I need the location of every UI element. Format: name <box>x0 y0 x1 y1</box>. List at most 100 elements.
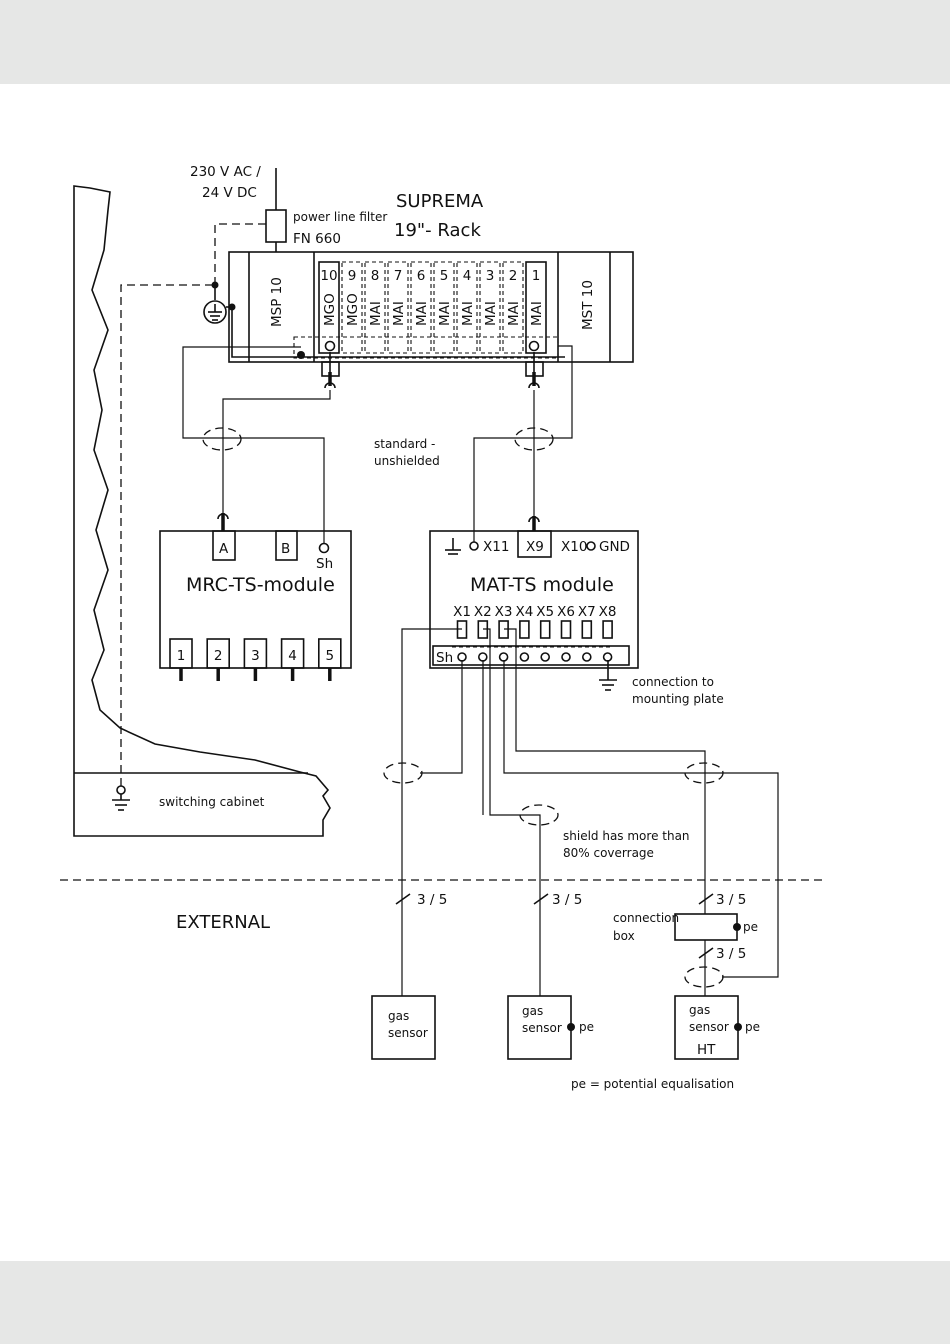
slot-10-terminal <box>324 340 336 352</box>
connection-box <box>674 913 738 941</box>
sensor-1-line2: sensor <box>388 1026 428 1040</box>
rack-slot <box>456 261 478 354</box>
rack-slot-number: 5 <box>440 268 449 284</box>
mat-input-label: X5 <box>536 604 554 620</box>
rack-left-module: MSP 10 <box>269 277 285 327</box>
wire-count-marks <box>395 893 714 959</box>
rack-slot <box>364 261 386 354</box>
mat-shield-terminal <box>498 652 509 662</box>
rack-slot-number: 6 <box>417 268 426 284</box>
rack-slot-name: MAI <box>414 301 430 326</box>
connection-box-label-2: box <box>613 929 635 943</box>
sensor-3-line2: sensor <box>689 1020 729 1034</box>
rack-slot <box>341 261 363 354</box>
mat-shield-terminal <box>561 652 571 662</box>
rack-slot <box>318 261 340 354</box>
cabinet-label: switching cabinet <box>159 795 265 809</box>
rack-slot-number: 2 <box>509 268 518 284</box>
rack-slot-name: MGO <box>322 293 338 326</box>
mat-input-terminal <box>560 620 572 639</box>
rack-slot <box>410 261 432 354</box>
sensor-1-line1: gas <box>388 1009 409 1023</box>
external-label: EXTERNAL <box>176 912 270 933</box>
rack-slot-number: 3 <box>486 268 495 284</box>
mat-ts-module <box>429 516 639 669</box>
filter-model: FN 660 <box>293 231 341 247</box>
mat-input-label: X6 <box>557 604 575 620</box>
page-footer-band <box>0 1261 950 1344</box>
mat-title: MAT-TS module <box>470 574 614 596</box>
filter-label: power line filter <box>293 210 387 224</box>
rack-slot-number: 7 <box>394 268 403 284</box>
rack-slot-number: 10 <box>320 268 337 284</box>
sensor-3-line1: gas <box>689 1003 710 1017</box>
supply-label-1: 230 V AC / <box>190 164 261 180</box>
mrc-terminal-label: 3 <box>251 648 260 664</box>
mat-x9: X9 <box>526 539 544 555</box>
mrc-terminal-label: 2 <box>214 648 223 664</box>
mat-input-label: X1 <box>453 604 471 620</box>
rack-slot <box>479 261 501 354</box>
mat-input-terminal <box>602 620 613 639</box>
mat-x11: X11 <box>483 539 509 555</box>
rack-slot-name: MAI <box>437 301 453 326</box>
supply-label-2: 24 V DC <box>202 185 257 201</box>
mat-ground-icon <box>445 538 461 555</box>
mat-input-label: X4 <box>515 604 533 620</box>
mrc-pin-sh: Sh <box>316 556 333 572</box>
mat-shield-terminal <box>581 652 592 662</box>
gas-sensor-2 <box>507 995 575 1060</box>
mounting-note-2: mounting plate <box>632 692 724 706</box>
shield-note-2: 80% coverrage <box>563 846 654 860</box>
rack-slot <box>387 261 409 354</box>
mat-x10: X10 <box>561 539 587 555</box>
sensor-3-pe: pe <box>745 1020 760 1034</box>
rack-slot-number: 1 <box>532 268 541 284</box>
gas-sensor-3 <box>674 995 742 1060</box>
rack-slot <box>433 261 455 354</box>
switching-cabinet-outline <box>73 185 331 837</box>
rack-right-module: MST 10 <box>580 280 596 330</box>
mrc-terminal-label: 5 <box>326 648 335 664</box>
sensor-3-extra: HT <box>697 1042 716 1058</box>
mat-input-terminal <box>539 620 551 639</box>
rack-slot-name: MAI <box>483 301 499 326</box>
mat-shield-terminal <box>602 652 613 662</box>
rack-slot-name: MAI <box>368 301 384 326</box>
rack-slot-number: 9 <box>348 268 357 284</box>
cable-note-2: unshielded <box>374 454 440 468</box>
mat-shield-terminal <box>477 652 488 662</box>
mat-input-label: X7 <box>578 604 596 620</box>
pe-legend: pe = potential equalisation <box>571 1077 734 1091</box>
sensor-2-line1: gas <box>522 1004 543 1018</box>
rack-slot-name: MAI <box>391 301 407 326</box>
rack-slot-number: 4 <box>463 268 472 284</box>
mat-shield-terminal <box>540 652 551 662</box>
rack-frame <box>228 251 634 363</box>
rack-slot-name: MGO <box>345 293 361 326</box>
rack-slot-name: MAI <box>506 301 522 326</box>
mrc-terminal-label: 4 <box>288 648 297 664</box>
rack-slot <box>502 261 524 354</box>
mrc-pin-a: A <box>219 541 229 557</box>
mat-shield-terminal <box>519 652 530 662</box>
wire-count-2: 3 / 5 <box>552 892 582 908</box>
connection-box-pe: pe <box>743 920 758 934</box>
mrc-title: MRC-TS-module <box>186 574 335 596</box>
sensor-2-pe: pe <box>579 1020 594 1034</box>
cable-note-1: standard - <box>374 437 435 451</box>
sensor-2-line2: sensor <box>522 1021 562 1035</box>
mat-input-label: X2 <box>474 604 492 620</box>
rack-slot-name: MAI <box>460 301 476 326</box>
mat-shield-terminal <box>457 652 467 662</box>
mrc-pin-b: B <box>281 541 290 557</box>
wire-count-1: 3 / 5 <box>417 892 447 908</box>
mounting-note-1: connection to <box>632 675 714 689</box>
mat-input-terminal <box>581 620 593 639</box>
mat-input-label: X8 <box>599 604 617 620</box>
mat-sh: Sh <box>436 650 453 666</box>
mat-gnd: GND <box>599 539 630 555</box>
